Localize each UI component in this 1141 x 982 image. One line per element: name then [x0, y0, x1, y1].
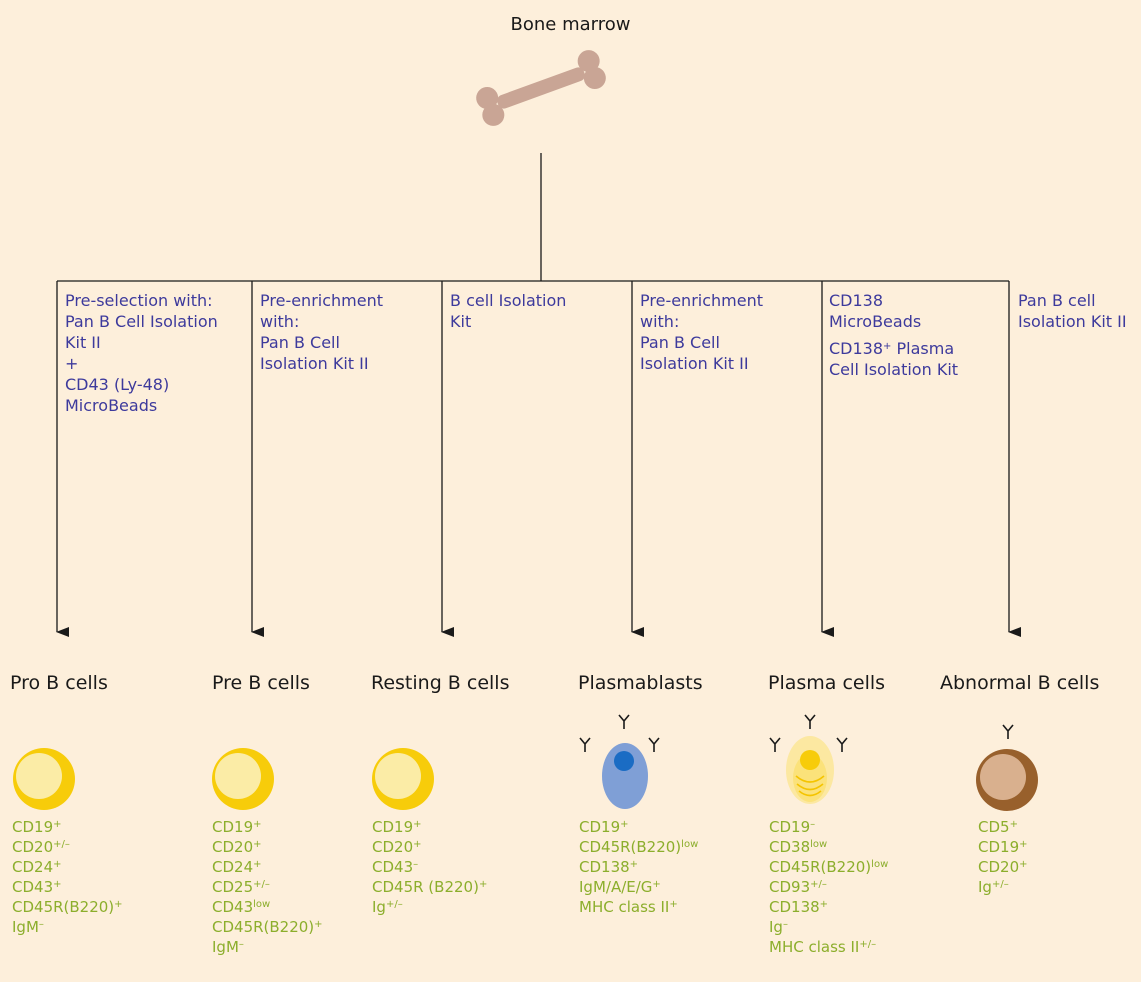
marker-item: CD20+ — [372, 838, 422, 856]
method-resting-b: B cell Isolation Kit — [450, 291, 567, 331]
marker-item: CD43low — [212, 898, 271, 916]
method-pro-b: Pre-selection with: Pan B Cell Isolation… — [65, 291, 218, 415]
marker-item: CD138+ — [579, 858, 639, 876]
antibody-icon — [769, 714, 848, 752]
bone-icon — [476, 50, 606, 126]
cell-name-resting-b: Resting B cells — [371, 672, 510, 694]
marker-item: Ig+/– — [372, 898, 403, 916]
marker-item: IgM– — [212, 938, 244, 956]
pre-b-cell-icon — [212, 748, 274, 810]
marker-item: Ig– — [769, 918, 788, 936]
plasmablast-icon — [602, 743, 648, 809]
marker-item: CD38low — [769, 838, 828, 856]
marker-item: CD25+/– — [212, 878, 270, 896]
markers-pro-b: CD19+ CD20+/– CD24+ CD43+ CD45R(B220)+ IgM– — [12, 817, 123, 937]
marker-item: CD45R(B220)low — [579, 838, 699, 856]
marker-item: MHC class II+/– — [769, 938, 877, 956]
marker-item: CD19+ — [579, 818, 629, 836]
marker-item: CD19+ — [212, 818, 262, 836]
cell-name-abnormal-b: Abnormal B cells — [940, 672, 1100, 694]
marker-item: MHC class II+ — [579, 898, 678, 916]
cell-name-pro-b: Pro B cells — [10, 672, 108, 694]
markers-resting-b: CD19+ CD20+ CD43– CD45R (B220)+ Ig+/– — [372, 817, 487, 917]
diagram-title: Bone marrow — [510, 14, 631, 35]
marker-item: CD45R (B220)+ — [372, 878, 488, 896]
method-pre-b: Pre-enrichment with: Pan B Cell Isolatio… — [260, 291, 383, 373]
marker-item: CD20+/– — [12, 838, 70, 856]
cell-name-plasmablasts: Plasmablasts — [578, 672, 703, 694]
resting-b-cell-icon — [372, 748, 434, 810]
abnormal-b-cell-icon — [976, 724, 1038, 811]
marker-item: IgM– — [12, 918, 44, 936]
cell-name-plasma-cells: Plasma cells — [768, 672, 886, 694]
marker-item: CD19+ — [372, 818, 422, 836]
marker-item: CD24+ — [212, 858, 262, 876]
marker-item: CD45R(B220)+ — [12, 898, 123, 916]
marker-item: CD43+ — [12, 878, 62, 896]
marker-item: CD20+ — [978, 858, 1028, 876]
marker-item: CD19+ — [12, 818, 62, 836]
marker-item: CD24+ — [12, 858, 62, 876]
marker-item: IgM/A/E/G+ — [579, 878, 661, 896]
plasma-cell-icon — [786, 736, 834, 804]
method-plasmablasts: Pre-enrichment with: Pan B Cell Isolatio… — [640, 291, 763, 373]
antibody-icon — [579, 714, 660, 752]
marker-item: CD45R(B220)low — [769, 858, 889, 876]
marker-item: CD138+ — [769, 898, 829, 916]
method-plasma-cells: CD138 MicroBeads CD138+ Plasma Cell Isol… — [829, 291, 959, 379]
markers-abnormal-b: CD5+ CD19+ CD20+ Ig+/– — [978, 817, 1028, 897]
marker-item: CD45R(B220)+ — [212, 918, 323, 936]
marker-item: Ig+/– — [978, 878, 1009, 896]
marker-item: CD5+ — [978, 818, 1018, 836]
method-abnormal-b: Pan B cell Isolation Kit II — [1018, 291, 1127, 331]
cell-name-pre-b: Pre B cells — [212, 672, 310, 694]
marker-item: CD93+/– — [769, 878, 827, 896]
marker-item: CD19+ — [978, 838, 1028, 856]
pro-b-cell-icon — [13, 748, 75, 810]
marker-item: CD43– — [372, 858, 419, 876]
marker-item: CD19– — [769, 818, 816, 836]
marker-item: CD20+ — [212, 838, 262, 856]
